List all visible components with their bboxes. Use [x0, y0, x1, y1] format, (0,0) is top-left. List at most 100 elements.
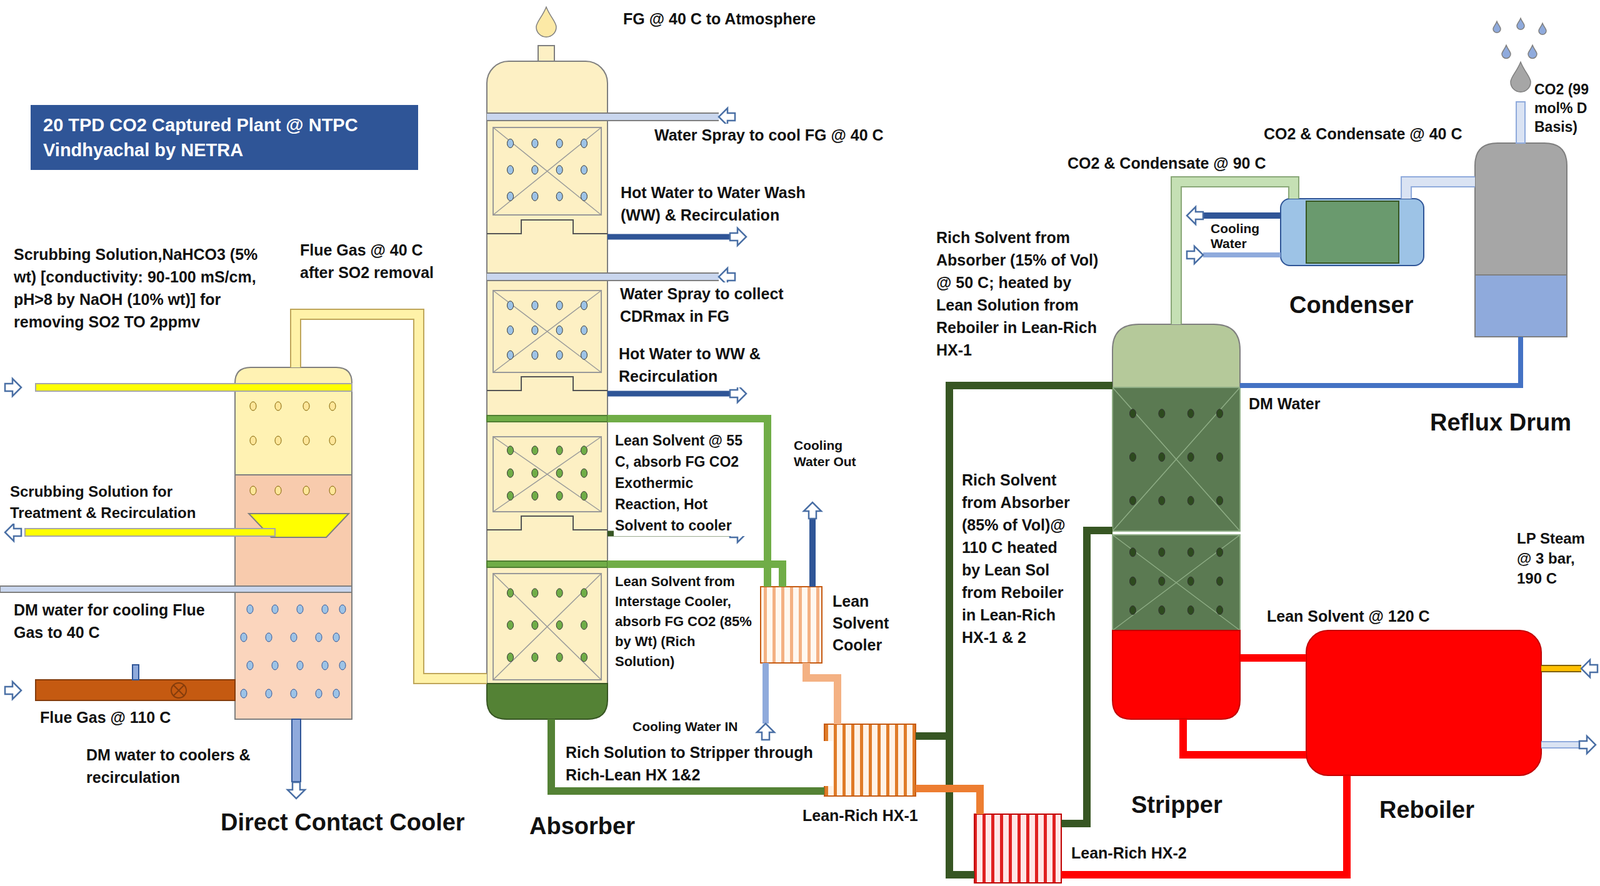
packing-dot: [580, 653, 587, 662]
annotation: Cooling Water Out: [792, 437, 862, 470]
flow-arrow: [5, 523, 22, 542]
packing-dot: [507, 350, 514, 360]
packing-dot: [580, 468, 587, 478]
packing-cross: [493, 127, 602, 215]
packing-dot: [1158, 548, 1165, 557]
condenser-shell: [1280, 198, 1424, 266]
annotation: FG @ 40 C to Atmosphere: [621, 7, 817, 30]
rich-sump: [486, 683, 608, 720]
droplet: [1528, 45, 1537, 59]
chimney-tray: [486, 220, 608, 234]
packing-dot: [556, 326, 563, 335]
packing-dot: [507, 588, 514, 598]
pipe-line: [915, 788, 980, 815]
packing-dot: [580, 588, 587, 598]
process-pipe: [1240, 336, 1521, 386]
spray-drop: [303, 401, 310, 411]
packing-dot: [556, 446, 563, 455]
packing-dot: [507, 191, 514, 201]
pipe-outline: [295, 314, 487, 679]
pipe-line: [1176, 181, 1294, 325]
pipe-line: [915, 385, 1113, 737]
spray-drop: [290, 689, 297, 699]
packing-dot: [531, 301, 539, 310]
packing-dot: [1216, 576, 1224, 586]
pipe-line: [1406, 181, 1475, 199]
process-pipe: [915, 788, 980, 815]
pipe-line: [295, 314, 487, 679]
packing-dot: [531, 620, 539, 630]
spray-drop: [329, 436, 336, 445]
packing-dot: [1158, 576, 1165, 586]
packing-bed: [493, 436, 602, 512]
annotation: DM water to coolers & recirculation: [85, 743, 285, 789]
packing-dot: [580, 138, 587, 148]
packing-dot: [507, 491, 514, 501]
pipe-line: [1183, 719, 1307, 755]
packing-dot: [556, 301, 563, 310]
equipment-label: Condenser: [1288, 288, 1415, 322]
equipment-label: Reflux Drum: [1428, 406, 1573, 440]
pipe-line: [1061, 775, 1347, 875]
droplet: [1538, 23, 1547, 35]
equipment-label: Reboiler: [1378, 793, 1476, 827]
packing-dot: [580, 326, 587, 335]
spray-drop: [250, 401, 257, 411]
packing-cross: [493, 573, 602, 680]
co2-outlet: [1516, 101, 1525, 144]
process-pipe: [1240, 658, 1307, 659]
packing-dot: [556, 653, 563, 662]
packing-dot: [507, 301, 514, 310]
packing-dot: [531, 468, 539, 478]
flow-arrow: [803, 502, 822, 519]
packing-dot: [507, 620, 514, 630]
packing-dot: [1158, 453, 1165, 462]
equipment: Stripper: [1112, 324, 1240, 720]
spray-drop: [246, 605, 254, 614]
packing-dot: [507, 326, 514, 335]
spray-drop: [329, 486, 336, 495]
packing-dot: [1158, 496, 1165, 505]
packing-dot: [580, 301, 587, 310]
packing-dot: [556, 588, 563, 598]
spray-drop: [321, 661, 329, 670]
dm-water-line: [0, 586, 352, 593]
annotation: Rich Solvent from Absorber (15% of Vol) …: [935, 226, 1104, 362]
equipment: Reboiler: [1306, 630, 1542, 776]
packing-dot: [1129, 576, 1136, 586]
packing-dot: [531, 446, 539, 455]
pipe: [1203, 252, 1281, 258]
packing-dot: [1216, 496, 1224, 505]
process-pipe: [1061, 775, 1347, 875]
annotation: LP Steam @ 3 bar, 190 C: [1515, 528, 1594, 589]
droplet: [1493, 21, 1501, 33]
spray-drop: [315, 689, 322, 699]
equipment-label: Stripper: [1130, 788, 1224, 822]
spray-drop: [271, 605, 279, 614]
packing-dot: [1129, 409, 1136, 419]
pipe-line: [1240, 654, 1307, 662]
valve: [171, 683, 187, 699]
annotation: Hot Water to Water Wash (WW) & Recircula…: [619, 181, 851, 227]
exchanger-body: [824, 724, 916, 797]
equipment-label: Lean-Rich HX-1: [801, 805, 920, 827]
edge-label: DM Water: [1247, 392, 1322, 415]
equipment-label: Lean-Rich HX-2: [1070, 842, 1189, 865]
packing-dot: [531, 491, 539, 501]
spray-drop: [296, 661, 304, 670]
annotation: Lean Solvent @ 55 C, absorb FG CO2 Exoth…: [613, 430, 759, 537]
annotation: Water Spray to collect CDRmax in FG: [618, 282, 832, 328]
cooler-body: [760, 586, 822, 664]
annotation: Scrubbing Solution for Treatment & Recir…: [8, 481, 234, 524]
packing-dot: [1129, 548, 1136, 557]
packing-dot: [531, 138, 539, 148]
annotation: Hot Water to WW & Recirculation: [617, 342, 830, 388]
droplet: [1510, 61, 1531, 92]
chimney-tray: [486, 376, 608, 391]
drain-pipe: [291, 719, 301, 782]
packing-dot: [556, 491, 563, 501]
spray-drop: [240, 689, 247, 699]
packing-dot: [507, 446, 514, 455]
flow-arrow: [287, 782, 305, 799]
